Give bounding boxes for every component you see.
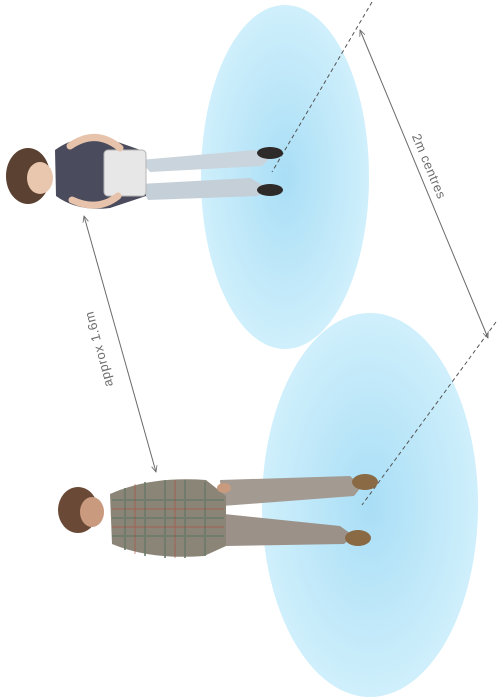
top-distance-zone [201,5,369,349]
bottom-distance-zone [262,313,478,697]
centre-spacing-label: 2m centres [409,131,449,201]
centre-spacing-arrow [360,30,488,338]
person-distance-label: approx 1.6m [81,310,116,389]
